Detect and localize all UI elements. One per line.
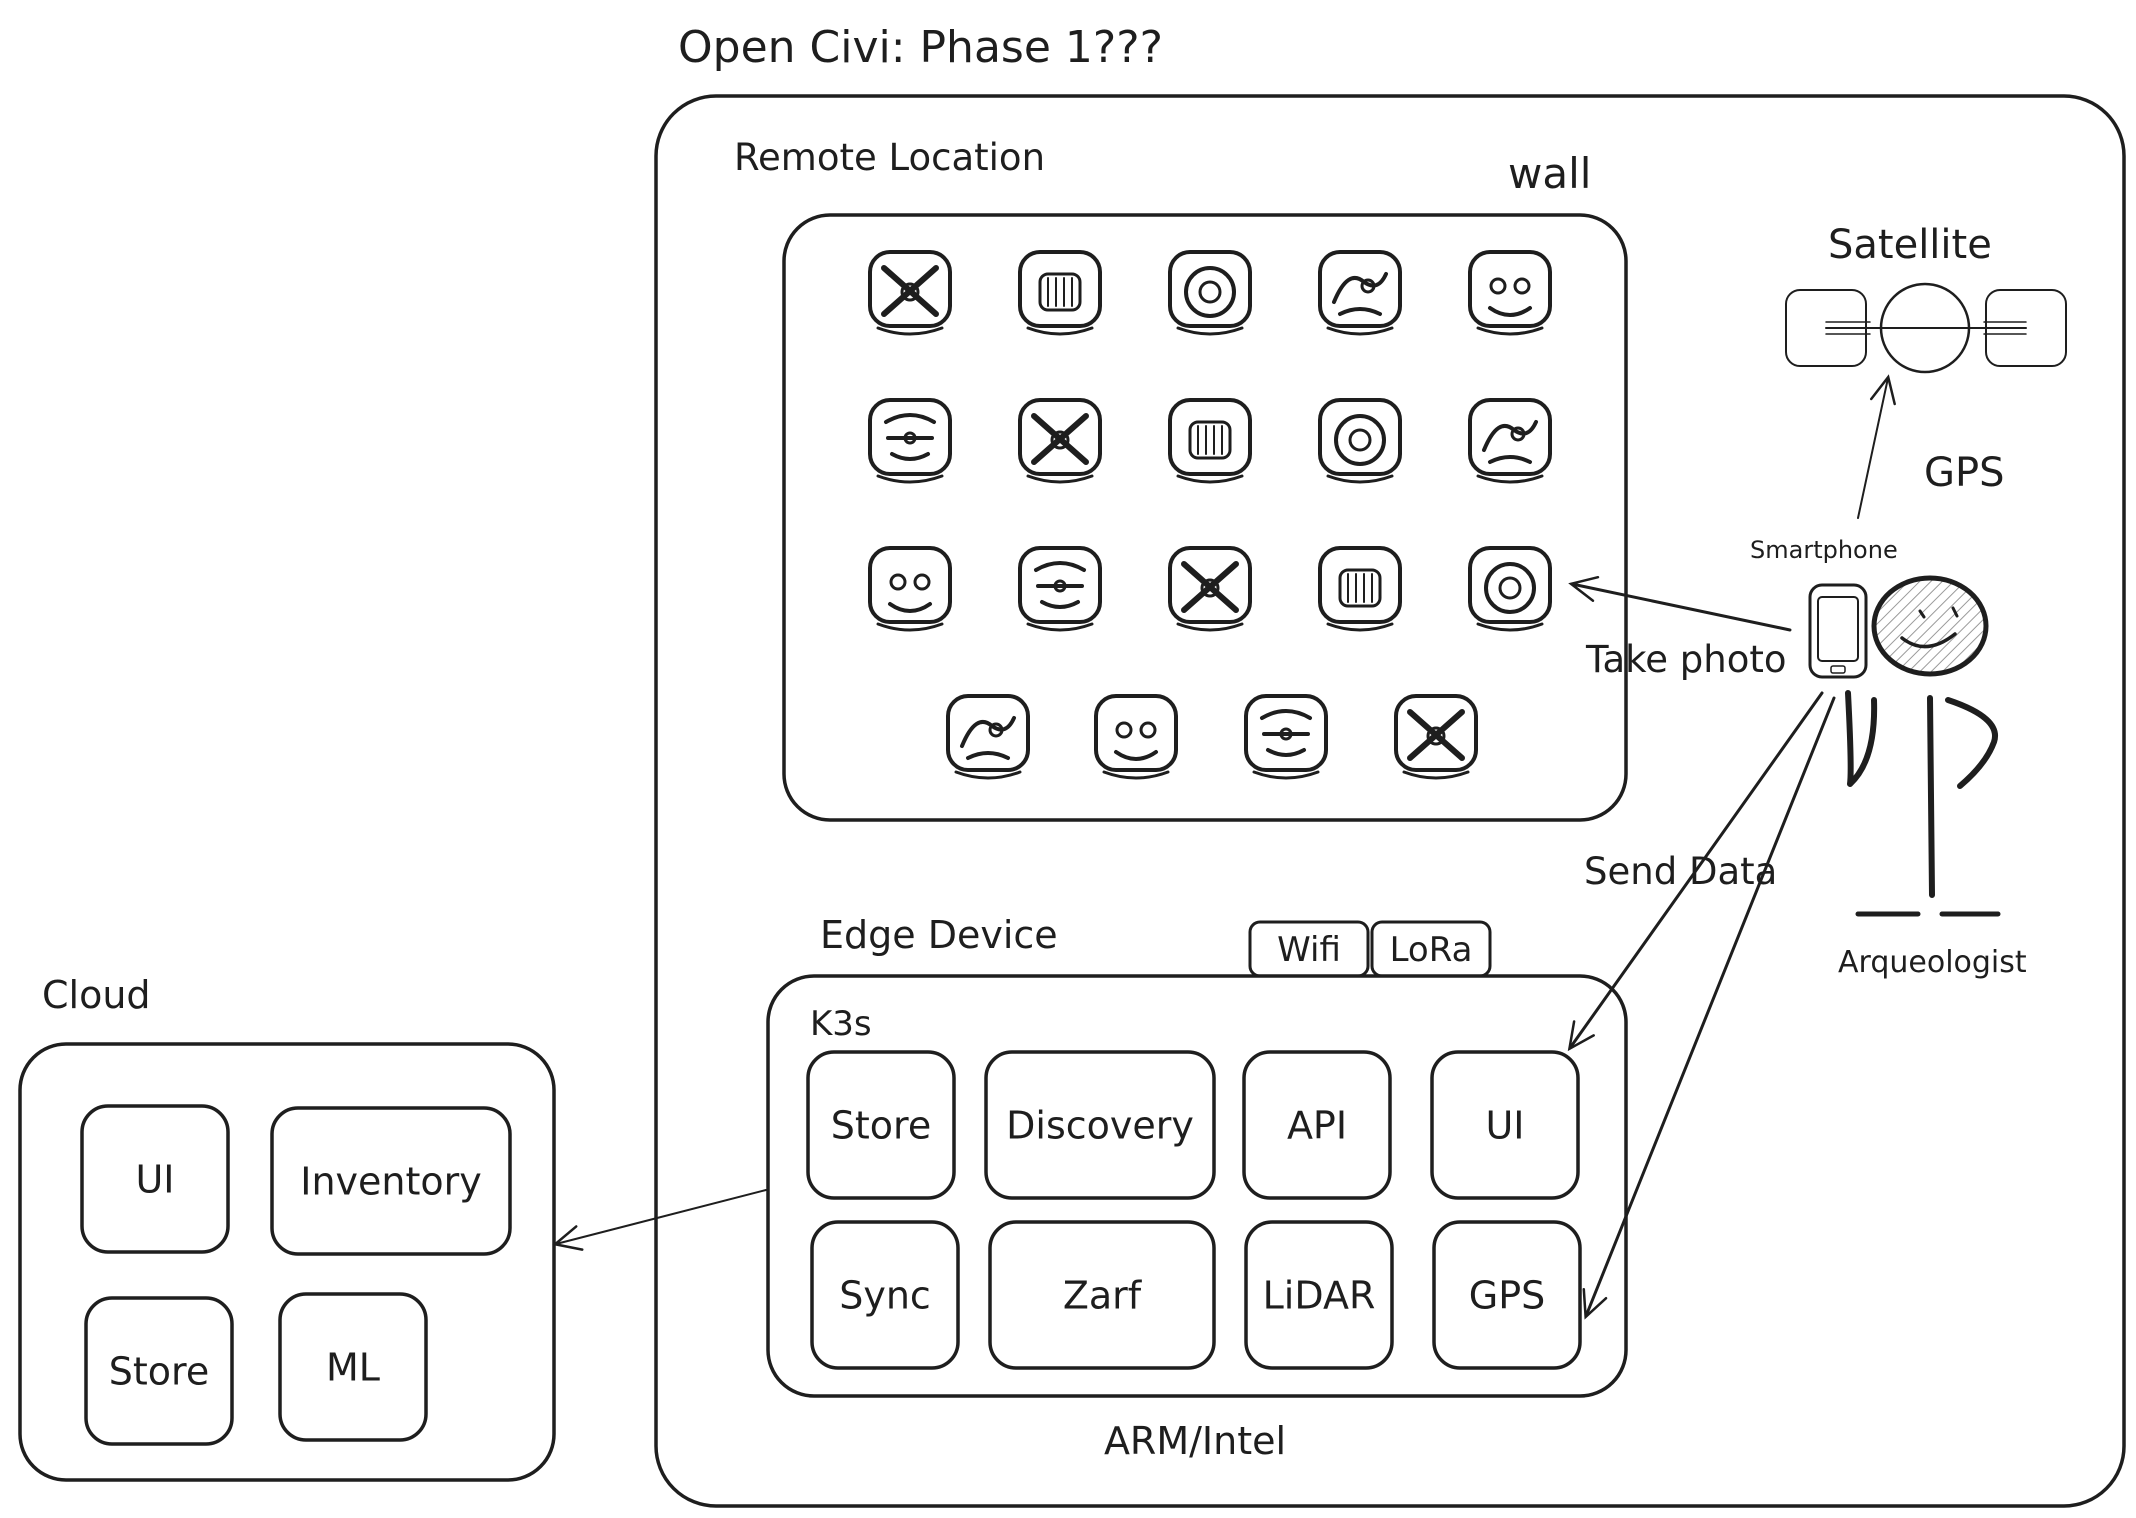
glyph-icon [1318, 546, 1402, 632]
cloud-service-inventory-label: Inventory [300, 1160, 482, 1204]
cloud-label: Cloud [42, 973, 151, 1017]
edge-service-sync-box [810, 1220, 960, 1370]
glyph-icon [946, 694, 1030, 780]
wall-panel [782, 213, 1628, 822]
glyph-icon [1318, 398, 1402, 484]
cloud-service-store-box [84, 1296, 234, 1446]
take-photo-arrow [1568, 575, 1792, 632]
cloud-service-ml-label: ML [326, 1346, 380, 1390]
lora-badge: LoRa [1370, 920, 1492, 978]
edge-service-zarf-box [988, 1220, 1216, 1370]
cloud-service-ui: UI [80, 1104, 230, 1254]
edge-service-ui-label: UI [1485, 1104, 1524, 1148]
wall-label: wall [1508, 149, 1591, 198]
edge-service-store-label: Store [831, 1104, 931, 1148]
cloud-service-ml: ML [278, 1292, 428, 1442]
edge-service-api-box [1242, 1050, 1392, 1200]
edge-service-zarf-label: Zarf [1063, 1274, 1143, 1318]
edge-device-label: Edge Device [820, 913, 1058, 957]
phase-boundary [654, 94, 2126, 1508]
edge-service-discovery: Discovery [984, 1050, 1216, 1200]
arqueologist-label: Arqueologist [1838, 945, 2027, 980]
edge-service-ui: UI [1430, 1050, 1580, 1200]
edge-service-sync-label: Sync [839, 1274, 931, 1318]
satellite-icon [1785, 282, 2067, 374]
edge-service-sync: Sync [810, 1220, 960, 1370]
edge-service-discovery-label: Discovery [1006, 1104, 1194, 1148]
edge-service-discovery-box [984, 1050, 1216, 1200]
glyph-icon [1168, 546, 1252, 632]
glyph-icon [868, 546, 952, 632]
take-photo-label: Take photo [1585, 638, 1787, 681]
glyph-icon [1318, 250, 1402, 336]
cloud-service-inventory-box [270, 1106, 512, 1256]
glyph-icon [1094, 694, 1178, 780]
edge-service-api: API [1242, 1050, 1392, 1200]
send-data-arrow-gps [1582, 696, 1836, 1320]
cloud-service-store: Store [84, 1296, 234, 1446]
edge-service-lidar-label: LiDAR [1263, 1274, 1376, 1318]
edge-service-lidar: LiDAR [1244, 1220, 1394, 1370]
wifi-badge: Wifi [1248, 920, 1370, 978]
glyph-icon [1168, 250, 1252, 336]
send-data-arrow-ui [1567, 691, 1824, 1052]
glyph-icon [868, 398, 952, 484]
satellite-label: Satellite [1828, 222, 1992, 268]
send-data-label: Send Data [1584, 850, 1777, 893]
glyph-icon [868, 250, 952, 336]
edge-services: Store Discovery API UI Sync Zarf LiDAR GPS [806, 1050, 1582, 1370]
glyph-icon [1468, 398, 1552, 484]
glyph-icon [1244, 694, 1328, 780]
smartphone-icon [1808, 583, 1868, 679]
edge-service-gps-box [1432, 1220, 1582, 1370]
cloud-service-ml-box [278, 1292, 428, 1442]
edge-device-box [766, 974, 1628, 1398]
glyph-icon [1468, 250, 1552, 336]
lora-label: LoRa [1390, 930, 1473, 970]
edge-service-zarf: Zarf [988, 1220, 1216, 1370]
wifi-label: Wifi [1277, 930, 1341, 970]
arqueologist-icon [1845, 575, 2001, 917]
glyph-icon [1018, 398, 1102, 484]
edge-service-gps: GPS [1432, 1220, 1582, 1370]
cloud-service-ui-box [80, 1104, 230, 1254]
platform-label: ARM/Intel [1104, 1419, 1286, 1463]
edge-service-ui-box [1430, 1050, 1580, 1200]
glyph-grid [868, 250, 1552, 780]
glyph-icon [1394, 694, 1478, 780]
glyph-icon [1468, 546, 1552, 632]
cloud-service-ui-label: UI [135, 1158, 174, 1202]
diagram-title: Open Civi: Phase 1??? [678, 22, 1163, 73]
cloud-box [18, 1042, 556, 1482]
remote-location-label: Remote Location [734, 136, 1045, 179]
edge-service-api-label: API [1287, 1104, 1347, 1148]
cloud-service-inventory: Inventory [270, 1106, 512, 1256]
edge-service-store-box [806, 1050, 956, 1200]
edge-service-gps-label: GPS [1469, 1274, 1545, 1318]
glyph-icon [1018, 546, 1102, 632]
cloud-service-store-label: Store [109, 1350, 209, 1394]
smartphone-label: Smartphone [1750, 536, 1898, 564]
glyph-icon [1168, 398, 1252, 484]
k3s-label: K3s [810, 1004, 872, 1044]
gps-label: GPS [1924, 450, 2005, 496]
edge-service-store: Store [806, 1050, 956, 1200]
gps-signal-arrow [1857, 374, 1896, 519]
edge-service-lidar-box [1244, 1220, 1394, 1370]
glyph-icon [1018, 250, 1102, 336]
sync-to-cloud-arrow [552, 1189, 767, 1251]
